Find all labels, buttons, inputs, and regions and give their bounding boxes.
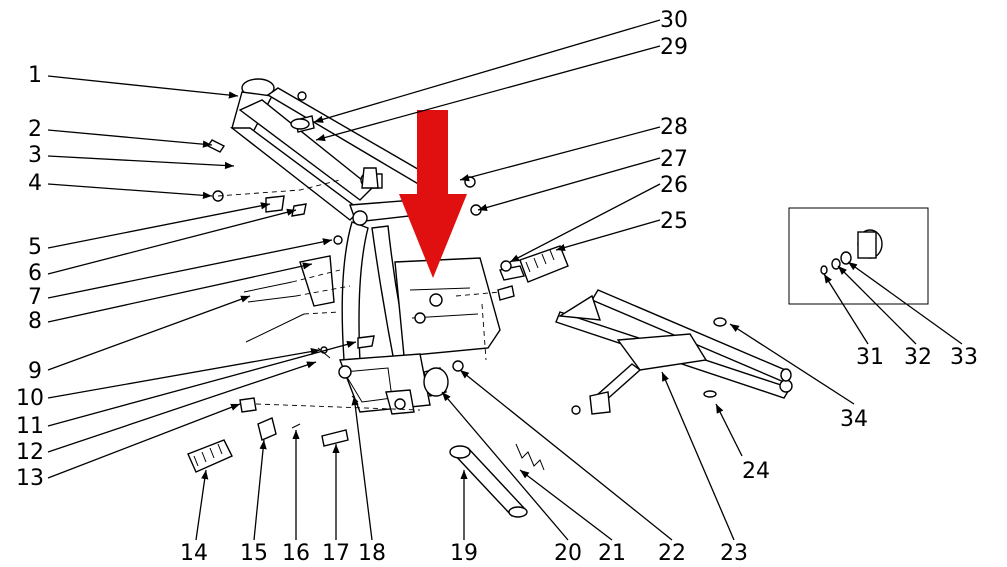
callout-33: 33 (950, 345, 978, 370)
red-highlight-arrow (399, 110, 467, 278)
callout-13: 13 (16, 466, 44, 491)
callout-20: 20 (554, 541, 582, 566)
callout-14: 14 (180, 541, 208, 566)
callout-32: 32 (904, 345, 932, 370)
callout-25: 25 (660, 209, 688, 234)
assembly-lines (217, 179, 501, 411)
callout-11: 11 (16, 414, 44, 439)
callout-22: 22 (658, 541, 686, 566)
inset-detail-box (788, 207, 929, 305)
kickstand (449, 443, 545, 518)
main-frame (229, 78, 501, 415)
callout-26: 26 (660, 173, 688, 198)
callout-21: 21 (598, 541, 626, 566)
callout-15: 15 (240, 541, 268, 566)
right-footpeg (500, 245, 569, 283)
callout-10: 10 (16, 386, 44, 411)
callout-23: 23 (720, 541, 748, 566)
callout-labels: 1 2 3 4 5 6 7 8 9 10 11 12 13 14 15 16 1… (16, 8, 978, 566)
left-footpeg (187, 439, 233, 473)
callout-2: 2 (28, 117, 42, 142)
callout-9: 9 (28, 359, 42, 384)
rear-subframe (555, 289, 793, 415)
callout-16: 16 (282, 541, 310, 566)
callout-5: 5 (28, 235, 42, 260)
callout-12: 12 (16, 440, 44, 465)
callout-24: 24 (742, 459, 770, 484)
callout-34: 34 (840, 407, 868, 432)
callout-30: 30 (660, 8, 688, 33)
callout-19: 19 (450, 541, 478, 566)
callout-31: 31 (856, 345, 884, 370)
callout-3: 3 (28, 143, 42, 168)
callout-1: 1 (28, 63, 42, 88)
fasteners (206, 91, 525, 447)
callout-7: 7 (28, 285, 42, 310)
callout-6: 6 (28, 261, 42, 286)
callout-4: 4 (28, 171, 42, 196)
callout-18: 18 (358, 541, 386, 566)
callout-27: 27 (660, 147, 688, 172)
callout-29: 29 (660, 35, 688, 60)
callout-28: 28 (660, 115, 688, 140)
leader-lines (47, 19, 963, 541)
callout-8: 8 (28, 309, 42, 334)
callout-17: 17 (322, 541, 350, 566)
